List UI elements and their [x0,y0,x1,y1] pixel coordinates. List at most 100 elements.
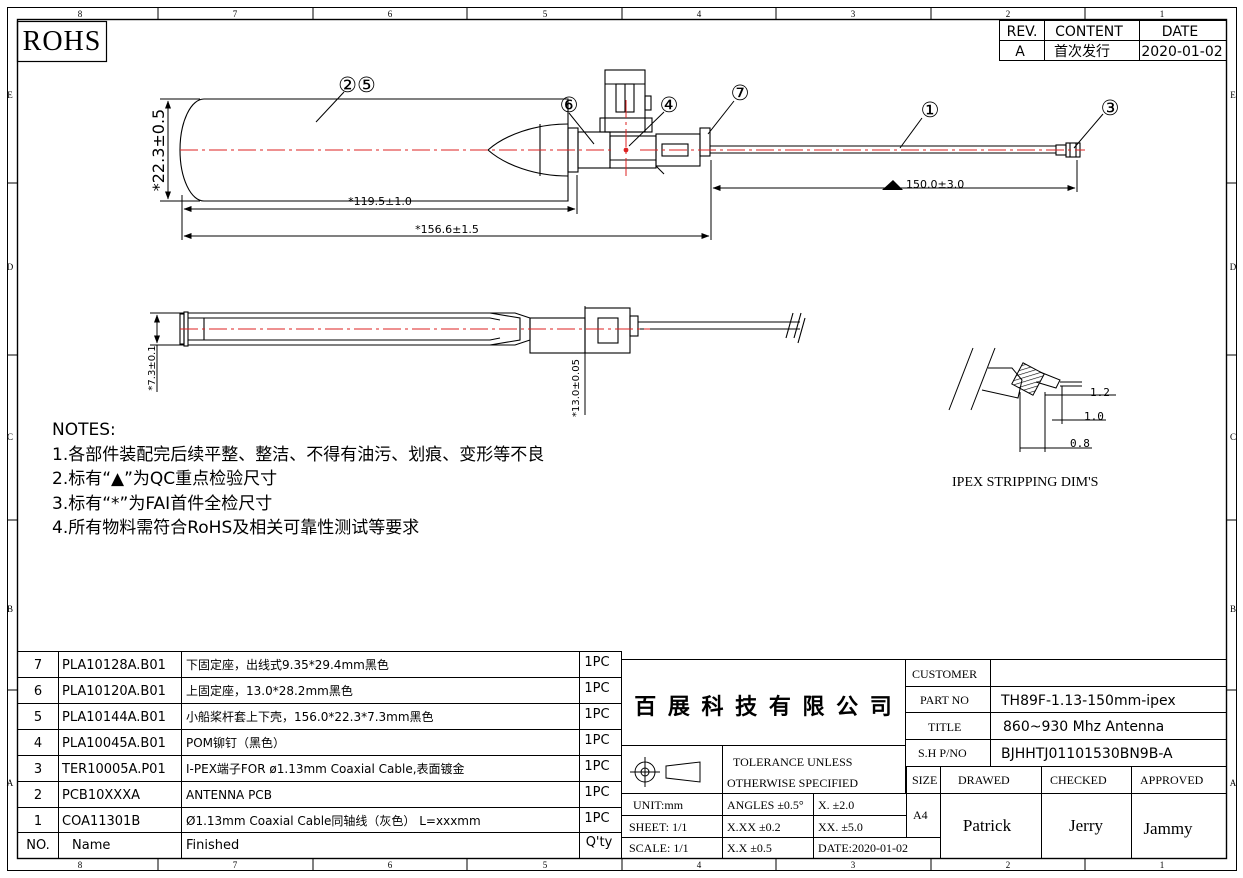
rev-header-date: DATE [1162,24,1198,40]
title-block-grid [621,659,1227,859]
bom-part-name: PLA10045A.B01 [62,736,166,751]
zone-col-top-8: 8 [78,9,83,19]
top-dimensions [160,98,1078,240]
bom-no: 7 [34,658,42,673]
tol-xxx: X.XX ±0.2 [727,820,781,834]
zone-col-bottom-5: 5 [543,860,548,870]
stripping-caption: IPEX STRIPPING DIM'S [952,475,1098,490]
antenna-side-view [179,307,806,354]
zone-row-right-A: A [1230,778,1237,788]
balloon-7: ⑦ [731,81,750,105]
bom-header-no: NO. [26,838,50,853]
rivet-center [623,147,629,153]
zone-col-top-3: 3 [851,9,856,19]
zone-row-left-E: E [7,90,13,100]
customer-label: CUSTOMER [912,667,977,681]
balloon-6: ⑥ [560,93,579,117]
dim-thickness: *7.3±0.1 [147,345,158,390]
checked-label: CHECKED [1050,773,1107,787]
dim-width: *22.3±0.5 [149,109,168,191]
zone-col-top-7: 7 [233,9,238,19]
bom-finished: 小船桨杆套上下壳，156.0*22.3*7.3mm黑色 [186,710,434,724]
bom-no: 6 [34,684,42,699]
balloon-3: ③ [1101,96,1120,120]
part-no-value: TH89F-1.13-150mm-ipex [1000,693,1176,709]
drawed-label: DRAWED [958,773,1010,787]
title-value: 860~930 Mhz Antenna [1003,719,1164,735]
tolerance-line-1: TOLERANCE UNLESS [733,755,852,769]
shpn-label: S.H P/NO [918,746,967,760]
company-name: 百 展 科 技 有 限 公 司 [634,694,894,720]
bom-finished: 下固定座，出线式9.35*29.4mm黑色 [186,657,389,672]
zone-row-right-B: B [1230,604,1236,614]
bom-part-name: PCB10XXXA [62,788,140,803]
note-3: 3.标有“*”为FAI首件全检尺寸 [52,493,273,514]
bom-qty: 1PC [584,759,609,774]
note-2: 2.标有“▲”为QC重点检验尺寸 [52,469,278,489]
size-label: SIZE [912,773,937,787]
strip-dim-3: 0.8 [1070,437,1090,450]
approved-label: APPROVED [1140,773,1204,787]
rohs-box [16,20,108,63]
drawed-by: Patrick [963,816,1012,835]
dim-overall-length: *156.6±1.5 [415,223,479,236]
bom-no: 1 [34,814,42,829]
rev-letter: A [1015,44,1025,60]
bom-qty: 1PC [584,733,609,748]
approved-by: Jammy [1143,819,1193,838]
tol-x: X. ±2.0 [818,798,854,812]
scale-label: SCALE: 1/1 [629,841,689,855]
bom-part-name: PLA10144A.B01 [62,710,166,725]
bom-qty: 1PC [584,707,609,722]
note-4: 4.所有物料需符合RoHS及相关可靠性测试等要求 [52,518,420,538]
notes-block: NOTES: 1.各部件装配完后续平整、整洁、不得有油污、划痕、变形等不良 2.… [52,418,544,541]
zone-col-top-5: 5 [543,9,548,19]
rev-date: 2020-01-02 [1141,44,1222,60]
zone-col-bottom-1: 1 [1160,860,1165,870]
bom-row: 7 PLA10128A.B01 下固定座，出线式9.35*29.4mm黑色 1PC [34,655,610,673]
dim-housing-dia: *13.0±0.05 [571,359,582,417]
bom-header-name: Name [72,838,110,853]
strip-dim-1: 1.2 [1090,386,1110,399]
note-1: 1.各部件装配完后续平整、整洁、不得有油污、划痕、变形等不良 [52,444,545,465]
tol-angles: ANGLES ±0.5° [727,798,804,812]
notes-title: NOTES: [52,420,116,440]
zone-row-left-B: B [7,604,13,614]
qc-marker-triangle [882,180,903,190]
bom-finished: POM铆钉（黑色） [186,735,285,750]
rohs-mark: ROHS [22,26,102,57]
bom-qty: 1PC [584,785,609,800]
checked-by: Jerry [1069,816,1103,835]
bom-finished: 上固定座，13.0*28.2mm黑色 [186,683,353,698]
balloons [315,91,1104,149]
part-no-label: PART NO [920,693,969,707]
tol-xx-int: XX. ±5.0 [818,820,863,834]
rev-header-rev: REV. [1007,24,1038,40]
zone-col-bottom-3: 3 [851,860,856,870]
antenna-top-view [179,69,1081,202]
tolerance-line-2: OTHERWISE SPECIFIED [727,776,858,790]
bom-part-name: TER10005A.P01 [61,762,166,777]
bom-header-finished: Finished [186,838,239,853]
stripping-detail [948,347,1116,452]
zone-row-left-A: A [7,778,14,788]
bom-qty: 1PC [584,655,609,670]
zone-col-top-6: 6 [388,9,393,19]
drawing-date: DATE:2020-01-02 [818,841,908,855]
zone-col-top-2: 2 [1006,9,1011,19]
zone-col-bottom-8: 8 [78,860,83,870]
dim-pcb-length: *119.5±1.0 [348,195,412,208]
bom-finished: ANTENNA PCB [186,788,272,802]
zone-row-right-E: E [1230,90,1236,100]
bom-part-name: PLA10128A.B01 [62,658,166,673]
balloon-1: ① [921,98,940,122]
zone-col-bottom-6: 6 [388,860,393,870]
bom-finished: Ø1.13mm Coaxial Cable同轴线（灰色） L=xxxmm [186,813,481,828]
